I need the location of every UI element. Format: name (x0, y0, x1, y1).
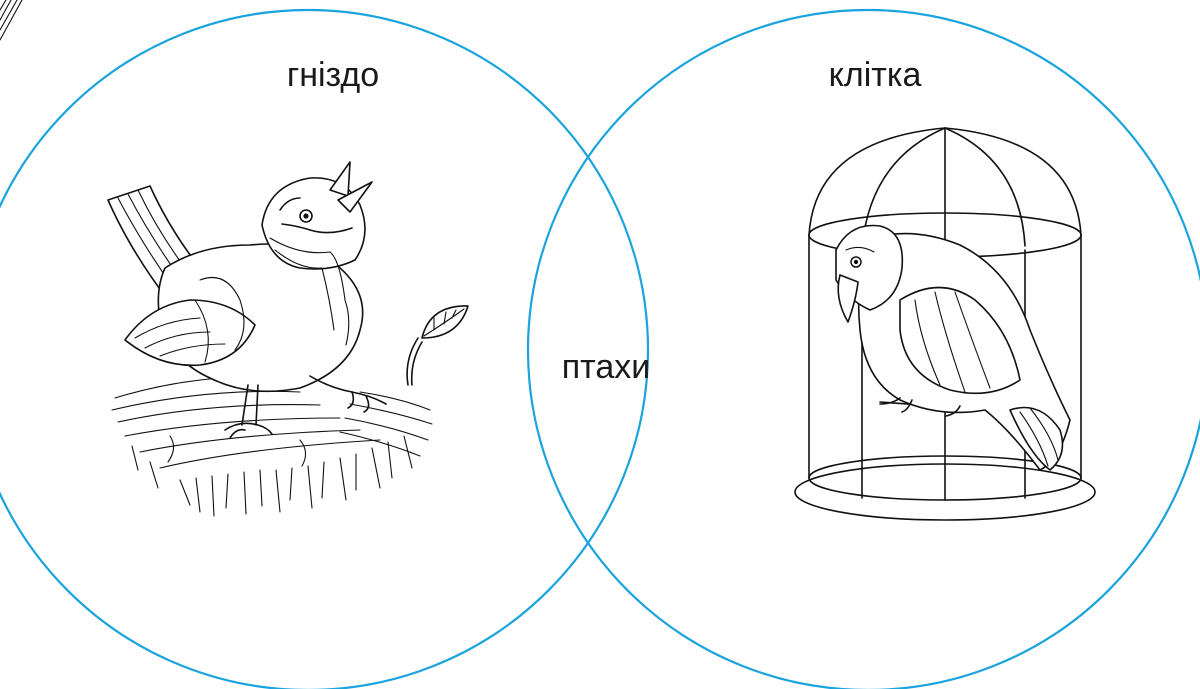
right-set-label: клітка (829, 56, 922, 94)
bird-in-cage-illustration (795, 128, 1095, 520)
intersection-label: птахи (562, 348, 651, 386)
left-set-label: гніздо (287, 56, 379, 94)
leaf-sprout-icon (407, 306, 468, 385)
nest-icon (112, 377, 432, 516)
bird-on-nest-illustration (108, 162, 468, 516)
corner-hatch-decoration (0, 0, 22, 40)
